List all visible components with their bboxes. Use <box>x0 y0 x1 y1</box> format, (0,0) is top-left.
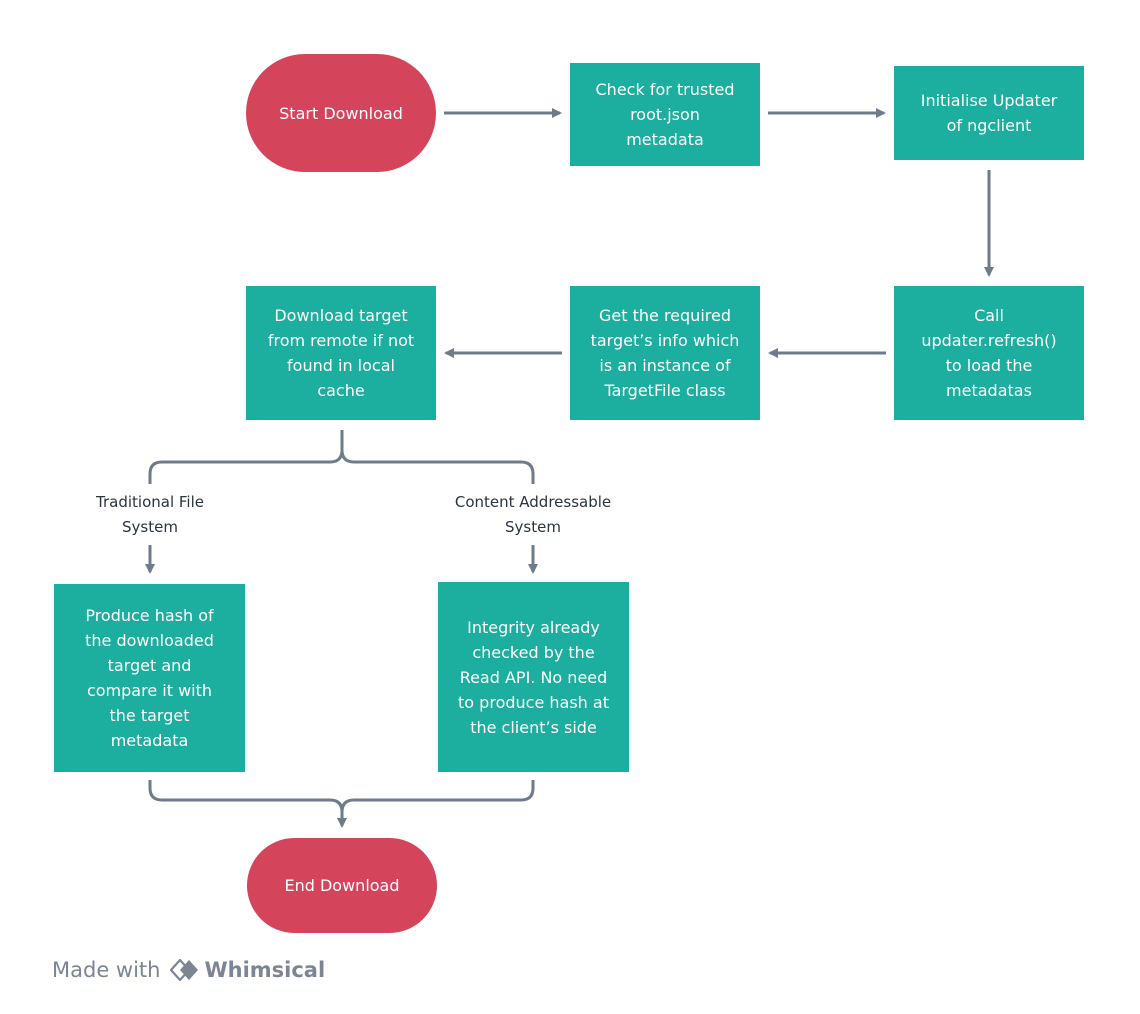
start-download-node: Start Download <box>246 54 436 172</box>
download-target-node: Download target from remote if not found… <box>246 286 436 420</box>
start-download-label: Start Download <box>279 103 403 123</box>
download-target-label: Download target from remote if not found… <box>267 306 415 400</box>
check-root-metadata-node: Check for trusted root.json metadata <box>570 63 760 166</box>
end-download-label: End Download <box>284 876 400 895</box>
footer-brand: Whimsical <box>204 958 326 982</box>
branch-split-connector <box>148 430 535 484</box>
call-refresh-label: Call updater.refresh() to load the metad… <box>921 306 1057 400</box>
content-addressable-system-label: Content Addressable System <box>454 493 612 536</box>
traditional-file-system-label: Traditional File System <box>96 493 204 536</box>
get-target-info-label: Get the required target’s info which is … <box>590 306 740 400</box>
initialise-updater-node: Initialise Updater of ngclient <box>894 66 1084 160</box>
call-refresh-node: Call updater.refresh() to load the metad… <box>894 286 1084 420</box>
integrity-checked-label: Integrity already checked by the Read AP… <box>458 617 609 737</box>
footer-prefix: Made with <box>52 958 161 982</box>
integrity-checked-node: Integrity already checked by the Read AP… <box>438 582 629 772</box>
get-target-info-node: Get the required target’s info which is … <box>570 286 760 420</box>
whimsical-logo-icon <box>170 959 199 981</box>
produce-hash-label: Produce hash of the downloaded target an… <box>85 606 214 750</box>
footer: Made with Whimsical <box>52 958 325 982</box>
check-root-metadata-label: Check for trusted root.json metadata <box>595 80 735 149</box>
initialise-updater-label: Initialise Updater of ngclient <box>920 91 1058 135</box>
merge-connector <box>148 780 535 826</box>
end-download-node: End Download <box>247 838 437 933</box>
produce-hash-node: Produce hash of the downloaded target an… <box>54 584 245 772</box>
